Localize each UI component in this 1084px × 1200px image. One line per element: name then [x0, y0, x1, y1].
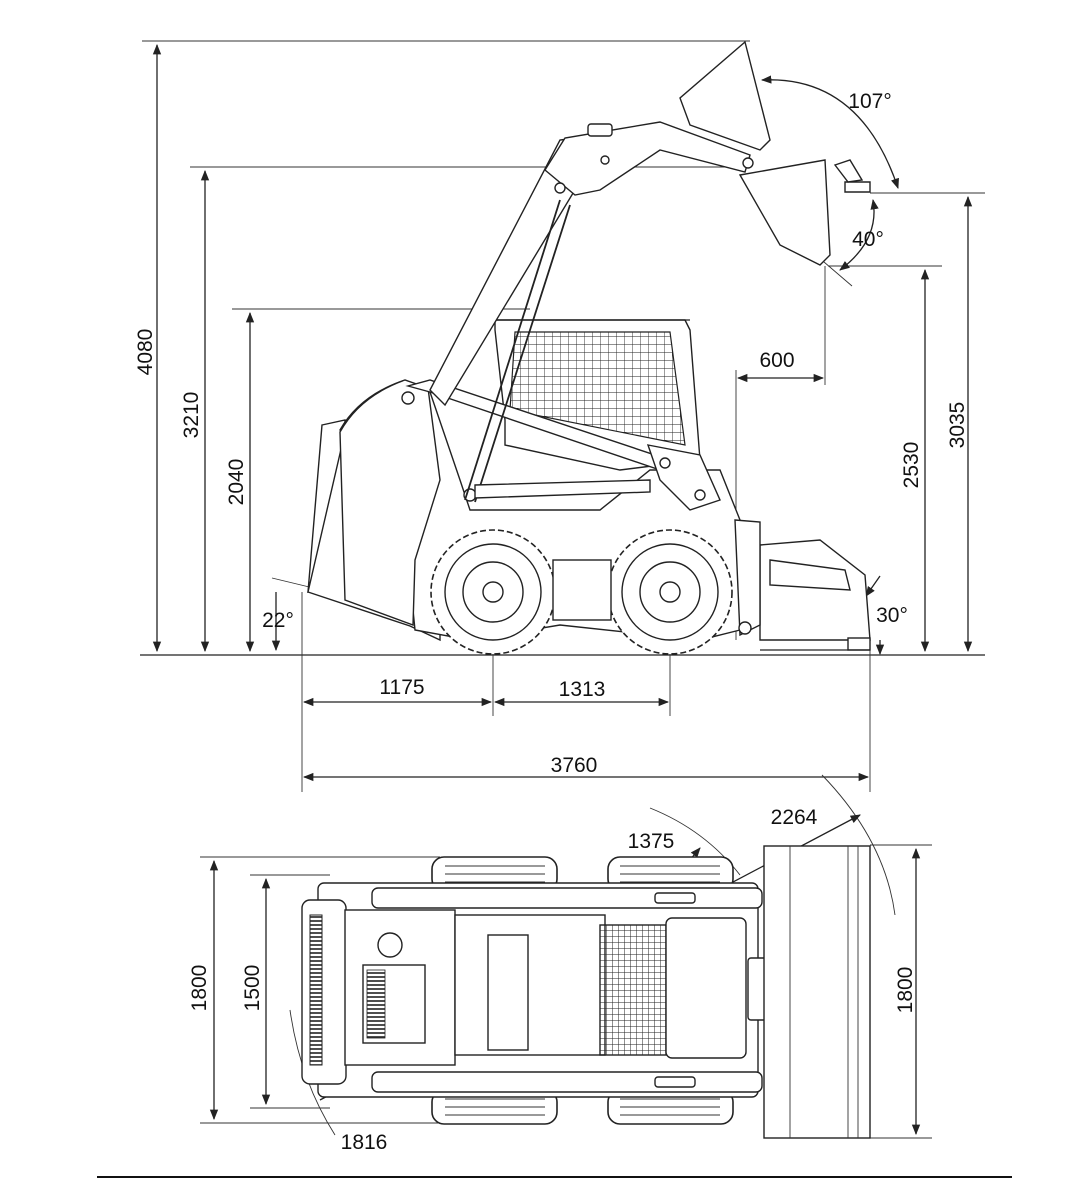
raised-bucket-dumped: [738, 159, 831, 266]
machine-side-drawing: [307, 40, 871, 655]
angle-bucket: 30°: [876, 604, 908, 627]
lift-arm-left: [371, 887, 763, 909]
dimension-cab-height: 2040: [225, 459, 248, 506]
dump-angle-arc: [839, 198, 879, 271]
side-view: 4080 3210 2040 3035 2530 600 107° 40° 22…: [134, 40, 985, 792]
chassis-center: [552, 559, 612, 621]
dimension-dump-clearance: 3035: [946, 402, 969, 449]
radius-mid: 1375: [628, 830, 675, 853]
width-dimension-right: [870, 844, 932, 1139]
angle-rollback: 107°: [848, 90, 891, 113]
height-dimensions-left: [142, 40, 750, 653]
radius-rear: 1816: [341, 1131, 388, 1154]
bucket-plan: [763, 845, 871, 1139]
cab-mesh-guard: [509, 331, 686, 446]
rear-wheel: [430, 529, 556, 655]
angle-departure: 22°: [262, 609, 294, 632]
front-wheel: [607, 529, 733, 655]
rollback-angle-arc: [760, 75, 899, 189]
cab-roof-grille: [599, 924, 667, 1056]
raised-bucket-rolled: [679, 40, 771, 151]
dimension-front-overhang: 1175: [379, 676, 424, 699]
dimension-bucket-width: 1800: [894, 967, 917, 1014]
dimension-overall-height: 4080: [134, 329, 157, 376]
body-center: [454, 914, 606, 1056]
dimension-track-width: 1500: [241, 965, 264, 1012]
dimension-overall-length: 3760: [551, 754, 598, 777]
radius-front: 2264: [771, 806, 818, 829]
length-dimensions: [301, 590, 871, 792]
machine-top-drawing: [301, 845, 871, 1139]
angle-dump: 40°: [852, 228, 884, 251]
tilt-cylinder: [474, 479, 651, 499]
width-dimensions-left: [200, 856, 440, 1124]
top-view: 1800 1500 1800 2264 1375 1816: [188, 774, 932, 1154]
dimension-hinge-pin-height: 3210: [180, 392, 203, 439]
dimension-dump-height: 2530: [900, 442, 923, 489]
loader-tower: [339, 379, 441, 626]
dimension-dump-reach: 600: [759, 349, 794, 372]
dimension-wheelbase: 1313: [559, 678, 606, 701]
dimension-machine-width: 1800: [188, 965, 211, 1012]
rear-counterweight: [301, 899, 347, 1085]
lift-arm-right: [371, 1071, 763, 1093]
ground-bucket: [759, 539, 871, 641]
